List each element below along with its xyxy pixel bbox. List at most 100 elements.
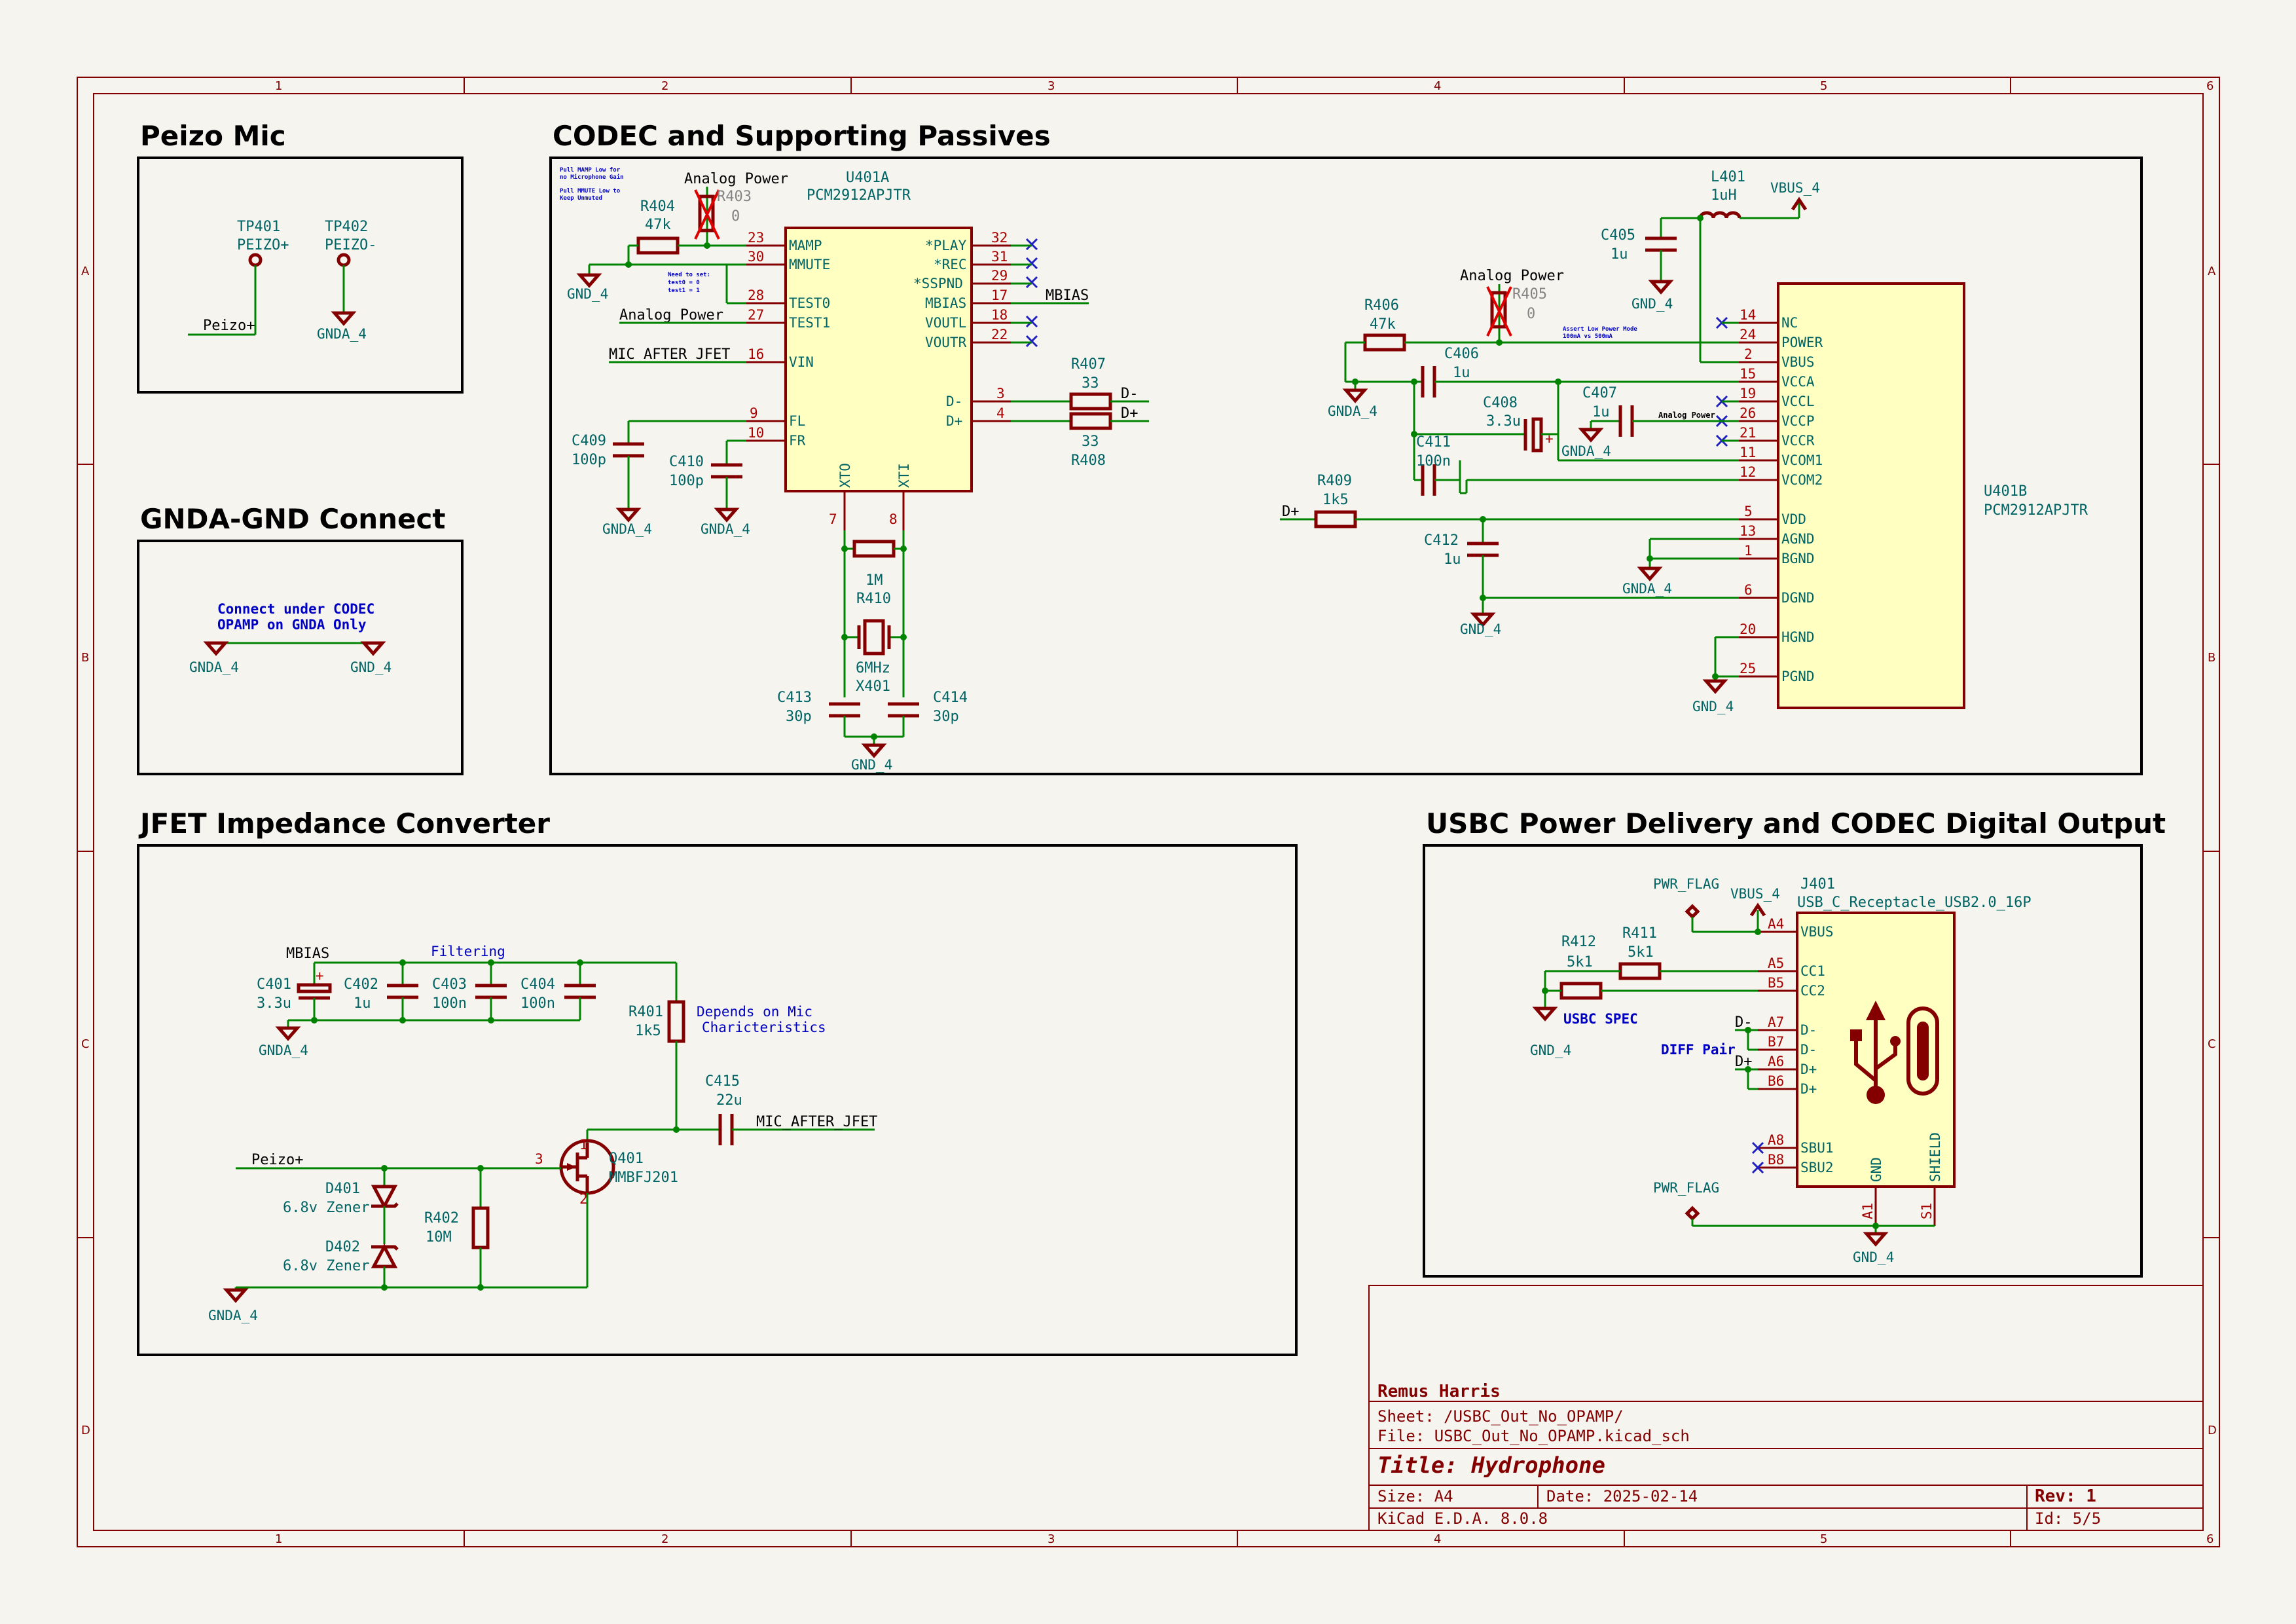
gnda-label: GNDA_4 bbox=[208, 1308, 258, 1323]
border-row-labels: A B C D A B C D bbox=[81, 265, 2217, 1437]
row-label: D bbox=[2208, 1424, 2217, 1437]
gnda-gnd-heading: GNDA-GND Connect bbox=[140, 503, 445, 535]
row-label: D bbox=[81, 1424, 90, 1437]
c402-value: 1u bbox=[354, 995, 371, 1012]
pin-name: VIN bbox=[789, 354, 814, 370]
r404-resistor[interactable] bbox=[636, 236, 680, 255]
u401b-body[interactable] bbox=[1777, 282, 1965, 709]
c414-value: 30p bbox=[933, 709, 959, 725]
r403-value: 0 bbox=[731, 208, 740, 225]
c406-capacitor[interactable] bbox=[1421, 366, 1436, 397]
pin-number: 31 bbox=[991, 249, 1008, 265]
pin-number: 3 bbox=[535, 1151, 543, 1167]
pwr-flag-symbol bbox=[1685, 904, 1700, 919]
pin-name: DGND bbox=[1781, 590, 1815, 606]
tp402-value: PEIZO- bbox=[325, 237, 376, 253]
r405-ref: R405 bbox=[1512, 286, 1547, 303]
gnd-symbol bbox=[861, 743, 887, 758]
pin-number: B7 bbox=[1768, 1034, 1784, 1050]
l401-value: 1uH bbox=[1711, 187, 1737, 204]
r402-resistor[interactable] bbox=[471, 1206, 490, 1249]
u401a-body[interactable] bbox=[784, 227, 973, 492]
c406-ref: C406 bbox=[1444, 346, 1479, 362]
tb-size: Size: A4 bbox=[1377, 1487, 1453, 1505]
pin-name: FL bbox=[789, 413, 805, 429]
test-note-3: test1 = 1 bbox=[668, 287, 700, 294]
analog-power-label: Analog Power bbox=[1460, 268, 1564, 284]
r408-ref: R408 bbox=[1071, 452, 1106, 469]
r409-resistor[interactable] bbox=[1314, 510, 1357, 528]
d401-zener[interactable] bbox=[371, 1185, 399, 1210]
c401-ref: C401 bbox=[257, 976, 291, 993]
gnda-gnd-section: Connect under CODEC OPAMP on GNDA Only G… bbox=[189, 601, 392, 675]
c402-capacitor[interactable] bbox=[387, 984, 418, 999]
pin-number: 12 bbox=[1740, 464, 1756, 480]
c405-capacitor[interactable] bbox=[1645, 236, 1677, 252]
pin-number: 16 bbox=[748, 346, 764, 362]
c408-capacitor[interactable] bbox=[1523, 417, 1543, 452]
pin-number: 15 bbox=[1740, 366, 1756, 382]
usbc-box bbox=[1423, 844, 2143, 1278]
r408-resistor[interactable] bbox=[1069, 412, 1112, 430]
pin-number: 1 bbox=[579, 1137, 588, 1153]
vbus-label: VBUS_4 bbox=[1770, 180, 1820, 196]
r401-value: 1k5 bbox=[635, 1023, 661, 1039]
pin-name: SHIELD bbox=[1927, 1132, 1943, 1182]
r407-resistor[interactable] bbox=[1069, 392, 1112, 411]
l401-inductor[interactable] bbox=[1698, 211, 1741, 219]
pin-number: 17 bbox=[991, 287, 1008, 303]
tb-file: File: USBC_Out_No_OPAMP.kicad_sch bbox=[1377, 1427, 1690, 1445]
c409-capacitor[interactable] bbox=[613, 442, 644, 458]
gnda-note-line2: OPAMP on GNDA Only bbox=[217, 617, 367, 633]
pin-name: SBU2 bbox=[1800, 1160, 1834, 1175]
gnda-label: GNDA_4 bbox=[259, 1043, 308, 1058]
r401-resistor[interactable] bbox=[667, 1000, 685, 1043]
tp401-testpoint[interactable] bbox=[248, 253, 263, 267]
col-label: 6 bbox=[2206, 1532, 2214, 1546]
c401-capacitor[interactable] bbox=[297, 983, 332, 1000]
r406-resistor[interactable] bbox=[1363, 333, 1406, 352]
dplus-net-label: D+ bbox=[1121, 405, 1139, 422]
peizo-net-label: Peizo+ bbox=[203, 318, 255, 334]
c415-capacitor[interactable] bbox=[718, 1114, 734, 1145]
row-label: B bbox=[2208, 651, 2215, 665]
gnda-label: GNDA_4 bbox=[701, 521, 750, 537]
r403-resistor[interactable] bbox=[698, 194, 715, 232]
c407-capacitor[interactable] bbox=[1618, 405, 1634, 437]
c410-capacitor[interactable] bbox=[711, 463, 742, 479]
r405-resistor[interactable] bbox=[1490, 291, 1507, 329]
c404-ref: C404 bbox=[520, 976, 555, 993]
pwr-flag-label: PWR_FLAG bbox=[1653, 876, 1719, 892]
r402-value: 10M bbox=[426, 1229, 452, 1246]
pin-number: B5 bbox=[1768, 975, 1784, 991]
c403-capacitor[interactable] bbox=[475, 984, 507, 999]
gnd-label: GND_4 bbox=[1530, 1043, 1571, 1058]
diff-pair-note: DIFF Pair bbox=[1661, 1042, 1736, 1058]
x401-crystal[interactable] bbox=[845, 619, 903, 655]
c404-value: 100n bbox=[520, 995, 555, 1012]
row-label: A bbox=[2208, 265, 2216, 278]
c413-ref: C413 bbox=[777, 690, 812, 706]
c414-capacitor[interactable] bbox=[888, 702, 919, 718]
mmute-note-2: Keep Unmuted bbox=[560, 195, 602, 202]
gnda-symbol bbox=[223, 1288, 249, 1303]
tp402-testpoint[interactable] bbox=[337, 253, 351, 267]
pin-name: D- bbox=[946, 394, 962, 409]
r412-resistor[interactable] bbox=[1559, 982, 1603, 1000]
c413-capacitor[interactable] bbox=[829, 702, 860, 718]
c404-capacitor[interactable] bbox=[564, 984, 596, 999]
pin-number: 10 bbox=[748, 425, 764, 441]
c412-value: 1u bbox=[1444, 551, 1461, 568]
d402-zener[interactable] bbox=[371, 1243, 399, 1268]
pin-number: 14 bbox=[1740, 307, 1756, 323]
u401b-ref: U401B bbox=[1984, 483, 2027, 500]
analog-power-label: Analog Power bbox=[684, 171, 788, 187]
mmute-note-1: Pull MMUTE Low to bbox=[560, 188, 620, 194]
c412-capacitor[interactable] bbox=[1467, 542, 1499, 557]
d402-value: 6.8v Zener bbox=[283, 1258, 369, 1274]
pin-number: 19 bbox=[1740, 386, 1756, 401]
col-label: 2 bbox=[661, 79, 668, 93]
r410-resistor[interactable] bbox=[852, 540, 896, 558]
r411-resistor[interactable] bbox=[1618, 962, 1662, 980]
usbc-heading: USBC Power Delivery and CODEC Digital Ou… bbox=[1426, 807, 2166, 840]
